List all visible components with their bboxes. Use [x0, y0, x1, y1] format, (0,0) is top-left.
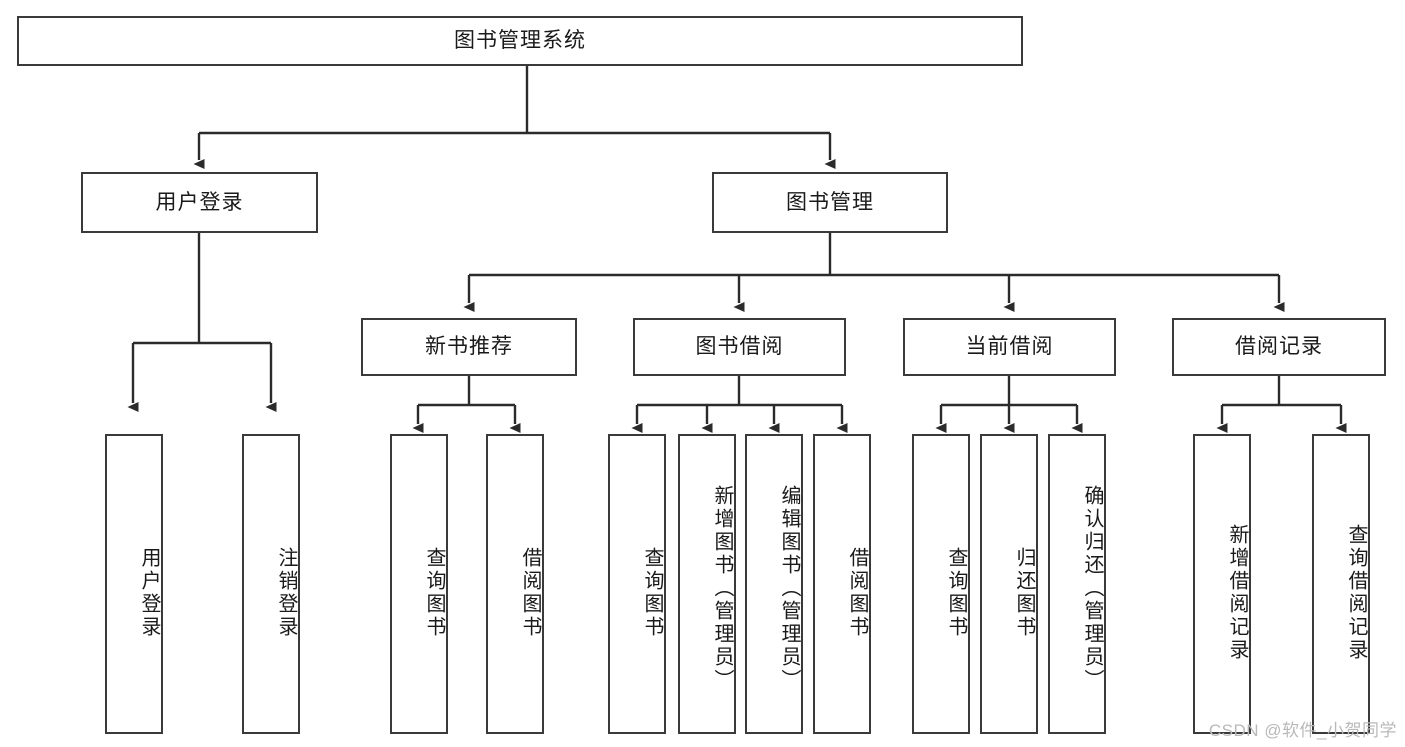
leaf-borrow-book-recommend-label: 借阅图书 [519, 547, 541, 639]
leaf-user-login[interactable]: 用户登录 [105, 434, 163, 734]
node-book-borrow[interactable]: 图书借阅 [633, 318, 846, 376]
leaf-query-borrow-record-label: 查询借阅记录 [1345, 524, 1367, 662]
leaf-logout[interactable]: 注销登录 [242, 434, 300, 734]
leaf-borrow-book-recommend[interactable]: 借阅图书 [486, 434, 544, 734]
node-new-book-recommend[interactable]: 新书推荐 [361, 318, 577, 376]
leaf-borrow-book-borrow[interactable]: 借阅图书 [813, 434, 871, 734]
leaf-add-borrow-record-label: 新增借阅记录 [1226, 524, 1248, 662]
leaf-query-book-recommend-label: 查询图书 [423, 547, 445, 639]
leaf-add-borrow-record[interactable]: 新增借阅记录 [1193, 434, 1251, 734]
node-current-borrow-label: 当前借阅 [965, 335, 1054, 359]
leaf-confirm-return-admin-label: 确认归还（管理员） [1081, 484, 1103, 692]
node-book-management[interactable]: 图书管理 [712, 172, 948, 233]
leaf-query-book-borrow-label: 查询图书 [641, 547, 663, 639]
leaf-return-book-label: 归还图书 [1013, 547, 1035, 639]
leaf-borrow-book-borrow-label: 借阅图书 [846, 547, 868, 639]
leaf-edit-book-admin-label: 编辑图书（管理员） [778, 484, 800, 692]
node-root-label: 图书管理系统 [454, 29, 586, 53]
node-user-login[interactable]: 用户登录 [81, 172, 318, 233]
leaf-confirm-return-admin[interactable]: 确认归还（管理员） [1048, 434, 1106, 734]
leaf-logout-label: 注销登录 [275, 547, 297, 639]
leaf-query-book-borrow[interactable]: 查询图书 [608, 434, 666, 734]
leaf-query-book-recommend[interactable]: 查询图书 [390, 434, 448, 734]
node-user-login-label: 用户登录 [155, 190, 244, 214]
leaf-return-book[interactable]: 归还图书 [980, 434, 1038, 734]
leaf-query-borrow-record[interactable]: 查询借阅记录 [1312, 434, 1370, 734]
leaf-user-login-label: 用户登录 [138, 547, 160, 639]
node-book-borrow-label: 图书借阅 [695, 335, 784, 359]
leaf-edit-book-admin[interactable]: 编辑图书（管理员） [745, 434, 803, 734]
node-root[interactable]: 图书管理系统 [17, 16, 1023, 66]
node-borrow-record-label: 借阅记录 [1235, 335, 1323, 359]
node-current-borrow[interactable]: 当前借阅 [903, 318, 1116, 376]
leaf-add-book-admin[interactable]: 新增图书（管理员） [678, 434, 736, 734]
watermark: CSDN @软件_小贺同学 [1208, 721, 1397, 740]
node-borrow-record[interactable]: 借阅记录 [1172, 318, 1386, 376]
node-book-management-label: 图书管理 [786, 190, 874, 214]
leaf-query-book-current[interactable]: 查询图书 [912, 434, 970, 734]
node-new-book-recommend-label: 新书推荐 [425, 335, 513, 359]
leaf-query-book-current-label: 查询图书 [945, 547, 967, 639]
leaf-add-book-admin-label: 新增图书（管理员） [711, 484, 733, 692]
